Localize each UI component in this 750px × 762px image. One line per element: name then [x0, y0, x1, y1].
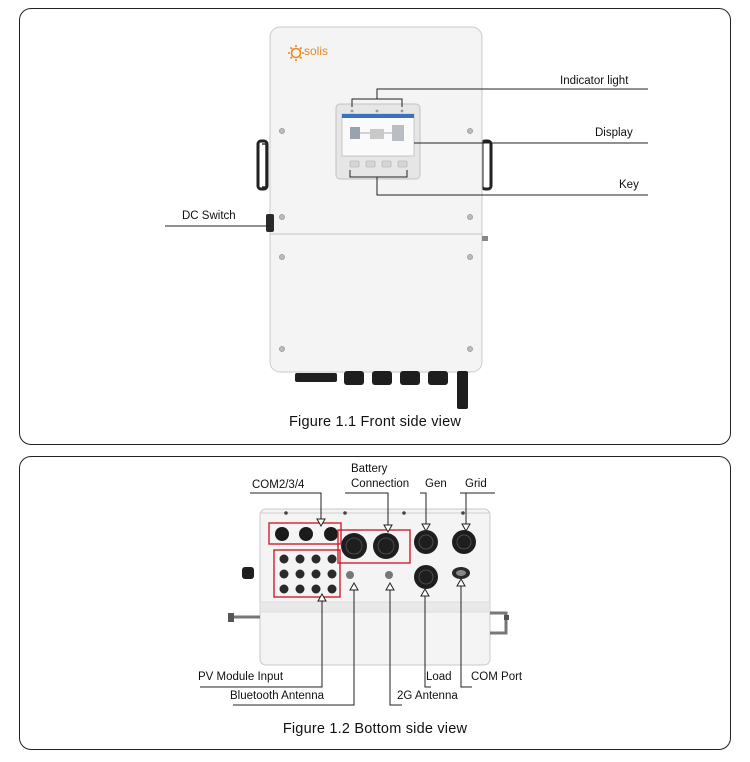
inverter-housing [269, 26, 483, 373]
figure-caption-bottom: Figure 1.2 Bottom side view [282, 721, 468, 737]
callout-dc-switch: DC Switch [182, 210, 236, 222]
callout-bluetooth-antenna: Bluetooth Antenna [230, 690, 324, 702]
callout-com234: COM2/3/4 [252, 479, 305, 491]
battery-gland-1 [341, 533, 367, 559]
left-handle [256, 139, 269, 191]
front-gland-1 [344, 371, 364, 385]
g2-antenna-socket [385, 571, 393, 579]
left-side-knob [242, 567, 254, 579]
front-view-panel: solis Indicator light Display Key DC Swi… [19, 8, 731, 445]
callout-battery: Battery [351, 463, 388, 475]
callout-key: Key [619, 179, 639, 191]
brand-logo-text: solis [304, 44, 329, 58]
gen-gland [414, 530, 438, 554]
callout-com-port: COM Port [471, 671, 523, 683]
callout-connection: Connection [351, 478, 410, 490]
callout-2g-antenna: 2G Antenna [397, 690, 458, 702]
load-gland [414, 565, 438, 589]
grid-gland [452, 530, 476, 554]
right-handle [480, 139, 493, 191]
callout-load: Load [426, 671, 452, 683]
front-gland-2 [372, 371, 392, 385]
dc-switch-knob [266, 214, 274, 232]
bottom-housing-base [259, 508, 491, 666]
com2-port [275, 527, 289, 541]
bottom-view-drawing [200, 492, 509, 706]
brand-logo-mark [288, 45, 304, 61]
com3-port [299, 527, 313, 541]
bottom-view-panel: COM2/3/4 Battery Connection Gen Grid PV … [19, 456, 731, 750]
front-cable [457, 371, 468, 409]
pv-highlight-box [273, 549, 341, 598]
callout-grid: Grid [465, 478, 487, 490]
front-view-drawing [165, 26, 648, 409]
callout-gen: Gen [425, 478, 447, 490]
com4-port [324, 527, 338, 541]
com-highlight-box [268, 522, 342, 545]
front-gland-3 [400, 371, 420, 385]
front-gland-4 [428, 371, 448, 385]
battery-gland-2 [373, 533, 399, 559]
callout-display: Display [595, 127, 633, 139]
battery-highlight-box [337, 529, 411, 564]
callout-pv-module-input: PV Module Input [198, 671, 284, 683]
figure-caption-front: Figure 1.1 Front side view [288, 414, 462, 430]
callout-indicator-light: Indicator light [560, 75, 629, 87]
bluetooth-antenna-socket [346, 571, 354, 579]
